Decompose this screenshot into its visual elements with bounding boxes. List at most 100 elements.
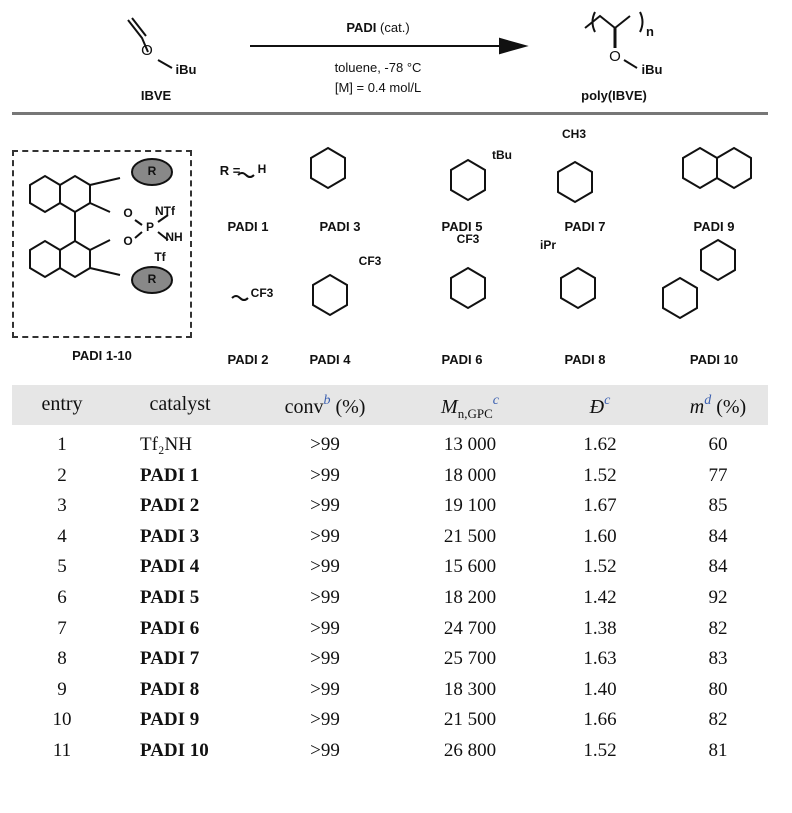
sub-cf3-4: CF3 [358,254,382,268]
cell-conv: >99 [310,617,340,639]
cell-conv: >99 [310,587,340,608]
meso-unit: (%) [716,396,747,418]
polymer-label: poly(IBVE) [581,88,647,103]
polymer-n: n [646,24,654,39]
table-header-band [12,385,768,425]
conv-text: conv [284,396,324,418]
conv-unit: (%) [335,396,366,418]
sub-ch3: CH3 [561,127,587,141]
footnote-b: b [323,393,331,408]
cell-m: 82 [708,617,728,639]
cell-mn: 18 000 [443,464,497,486]
polymer-brackets [591,11,644,33]
polymer-oxygen: O [609,48,621,65]
cell-catalyst: PADI 2 [140,495,200,517]
cell-entry: 6 [57,587,67,608]
mn-subscript: n,GPC [457,406,493,421]
cell-d: 1.40 [583,678,617,700]
cell-d: 1.52 [583,740,617,761]
footnote-d: d [704,393,712,408]
cell-conv: >99 [310,434,340,455]
o-ibu-bond [157,59,173,69]
cell-conv: >99 [310,525,340,547]
core-nh: NH [165,230,183,244]
naphthyl-ring-1 [682,146,718,190]
cell-entry: 4 [57,525,67,547]
cell-m: 92 [708,587,728,608]
r-group-top [131,158,173,186]
core-oxygen-2: O [123,234,133,248]
cell-entry: 5 [57,556,67,578]
padi-1-label: PADI 1 [227,219,269,234]
triisopropylphenyl-ring [560,266,596,310]
sub-ipr: iPr [539,238,557,252]
vinyl-bond [127,19,149,53]
catalyst-name: PADI [346,20,377,35]
cell-conv: >99 [310,556,340,578]
padi-3-label: PADI 3 [319,219,361,234]
cell-mn: 15 600 [443,556,497,578]
cell-entry: 1 [57,434,67,455]
tbu-phenyl-ring [450,158,486,202]
padi-4-label: PADI 4 [309,352,351,367]
dispersity-text: Đ [589,396,605,418]
cell-conv: >99 [310,464,340,486]
cf3-phenyl-ring [312,273,348,317]
core-ntf: NTf [155,204,175,218]
sub-cf3-6: CF3 [456,232,480,246]
polymer-o-ibu-bond [623,59,638,69]
sub-cf3-2: CF3 [250,286,274,300]
core-phosphorus: P [145,220,155,234]
cell-catalyst: Tf₂NH [140,434,192,455]
core-label: PADI 1-10 [72,348,132,363]
header-meso: md (%) [690,393,746,419]
cell-m: 84 [708,556,728,578]
cell-conv: >99 [310,648,340,670]
mn-text: M [441,396,458,418]
cell-m: 60 [708,434,728,455]
cell-m: 77 [708,464,728,486]
cell-mn: 13 000 [443,434,497,455]
cell-mn: 18 300 [443,678,497,700]
cell-catalyst: PADI 4 [140,556,200,578]
padi-10-label: PADI 10 [689,352,739,367]
r-label-bottom: R [147,272,157,286]
bis-cf3-phenyl-ring [450,266,486,310]
cell-mn: 18 200 [443,587,497,608]
core-tf: Tf [154,250,166,264]
dimethylphenyl-ring [557,160,593,204]
scheme-divider [12,112,768,115]
cell-catalyst: PADI 7 [140,648,200,670]
binaphthyl-core [29,174,169,279]
cell-catalyst: PADI 3 [140,525,200,547]
cell-entry: 7 [57,617,67,639]
cell-d: 1.60 [583,525,617,547]
cell-d: 1.67 [583,495,617,517]
padi-5-label: PADI 5 [441,219,483,234]
cell-conv: >99 [310,678,340,700]
meso-text: m [689,396,705,418]
cell-catalyst: PADI 9 [140,709,200,731]
wavy-bond-cf3 [231,295,249,301]
cell-entry: 8 [57,648,67,670]
cell-entry: 9 [57,678,67,700]
footnote-c: c [492,393,499,408]
conditions-temperature: toluene, -78 °C [334,60,422,75]
padi-7-label: PADI 7 [564,219,606,234]
cell-d: 1.66 [583,709,617,731]
vinyl-double-bond [131,17,147,37]
cell-mn: 21 500 [443,709,497,731]
sub-h: H [257,162,267,176]
cell-m: 85 [708,495,728,517]
cell-d: 1.52 [583,464,617,486]
core-oxygen-1: O [123,206,133,220]
header-dispersity: Đc [590,393,611,419]
cell-conv: >99 [310,740,340,761]
cell-mn: 26 800 [443,740,497,761]
header-catalyst: catalyst [149,393,211,415]
cell-mn: 25 700 [443,648,497,670]
core-structure-box [12,150,192,338]
cell-conv: >99 [310,709,340,731]
wavy-bond-h [237,172,255,178]
